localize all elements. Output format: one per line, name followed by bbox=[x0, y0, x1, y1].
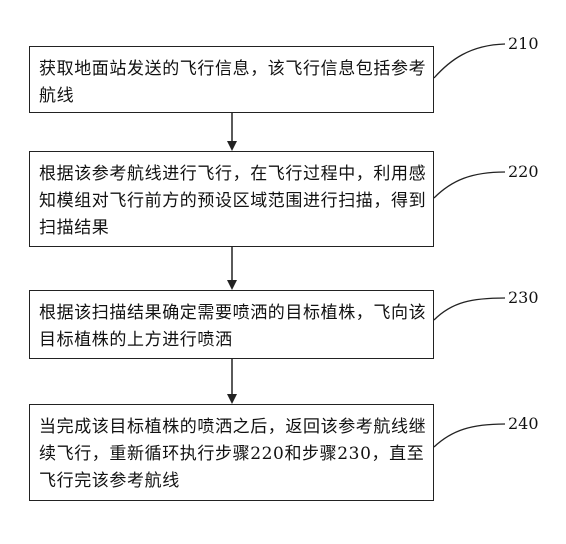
step-text-240: 当完成该目标植株的喷洒之后，返回该参考航线继续飞行，重新循环执行步骤220和步骤… bbox=[39, 417, 427, 491]
step-text-220: 根据该参考航线进行飞行，在飞行过程中，利用感知模组对飞行前方的预设区域范围进行扫… bbox=[39, 164, 427, 238]
step-box-240: 当完成该目标植株的喷洒之后，返回该参考航线继续飞行，重新循环执行步骤220和步骤… bbox=[29, 404, 434, 501]
ref-label-210: 210 bbox=[508, 34, 539, 53]
step-box-220: 根据该参考航线进行飞行，在飞行过程中，利用感知模组对飞行前方的预设区域范围进行扫… bbox=[29, 151, 434, 247]
leader-220 bbox=[433, 171, 506, 199]
ref-label-240: 240 bbox=[508, 414, 539, 433]
step-text-210: 获取地面站发送的飞行信息，该飞行信息包括参考航线 bbox=[39, 59, 427, 106]
leader-210 bbox=[433, 43, 506, 79]
leader-230 bbox=[433, 297, 506, 321]
step-box-210: 获取地面站发送的飞行信息，该飞行信息包括参考航线 bbox=[29, 46, 434, 113]
leader-240 bbox=[433, 423, 506, 448]
step-box-230: 根据该扫描结果确定需要喷洒的目标植株，飞向该目标植株的上方进行喷洒 bbox=[29, 290, 434, 359]
ref-label-220: 220 bbox=[508, 162, 539, 181]
ref-label-230: 230 bbox=[508, 288, 539, 307]
step-text-230: 根据该扫描结果确定需要喷洒的目标植株，飞向该目标植株的上方进行喷洒 bbox=[39, 303, 427, 350]
